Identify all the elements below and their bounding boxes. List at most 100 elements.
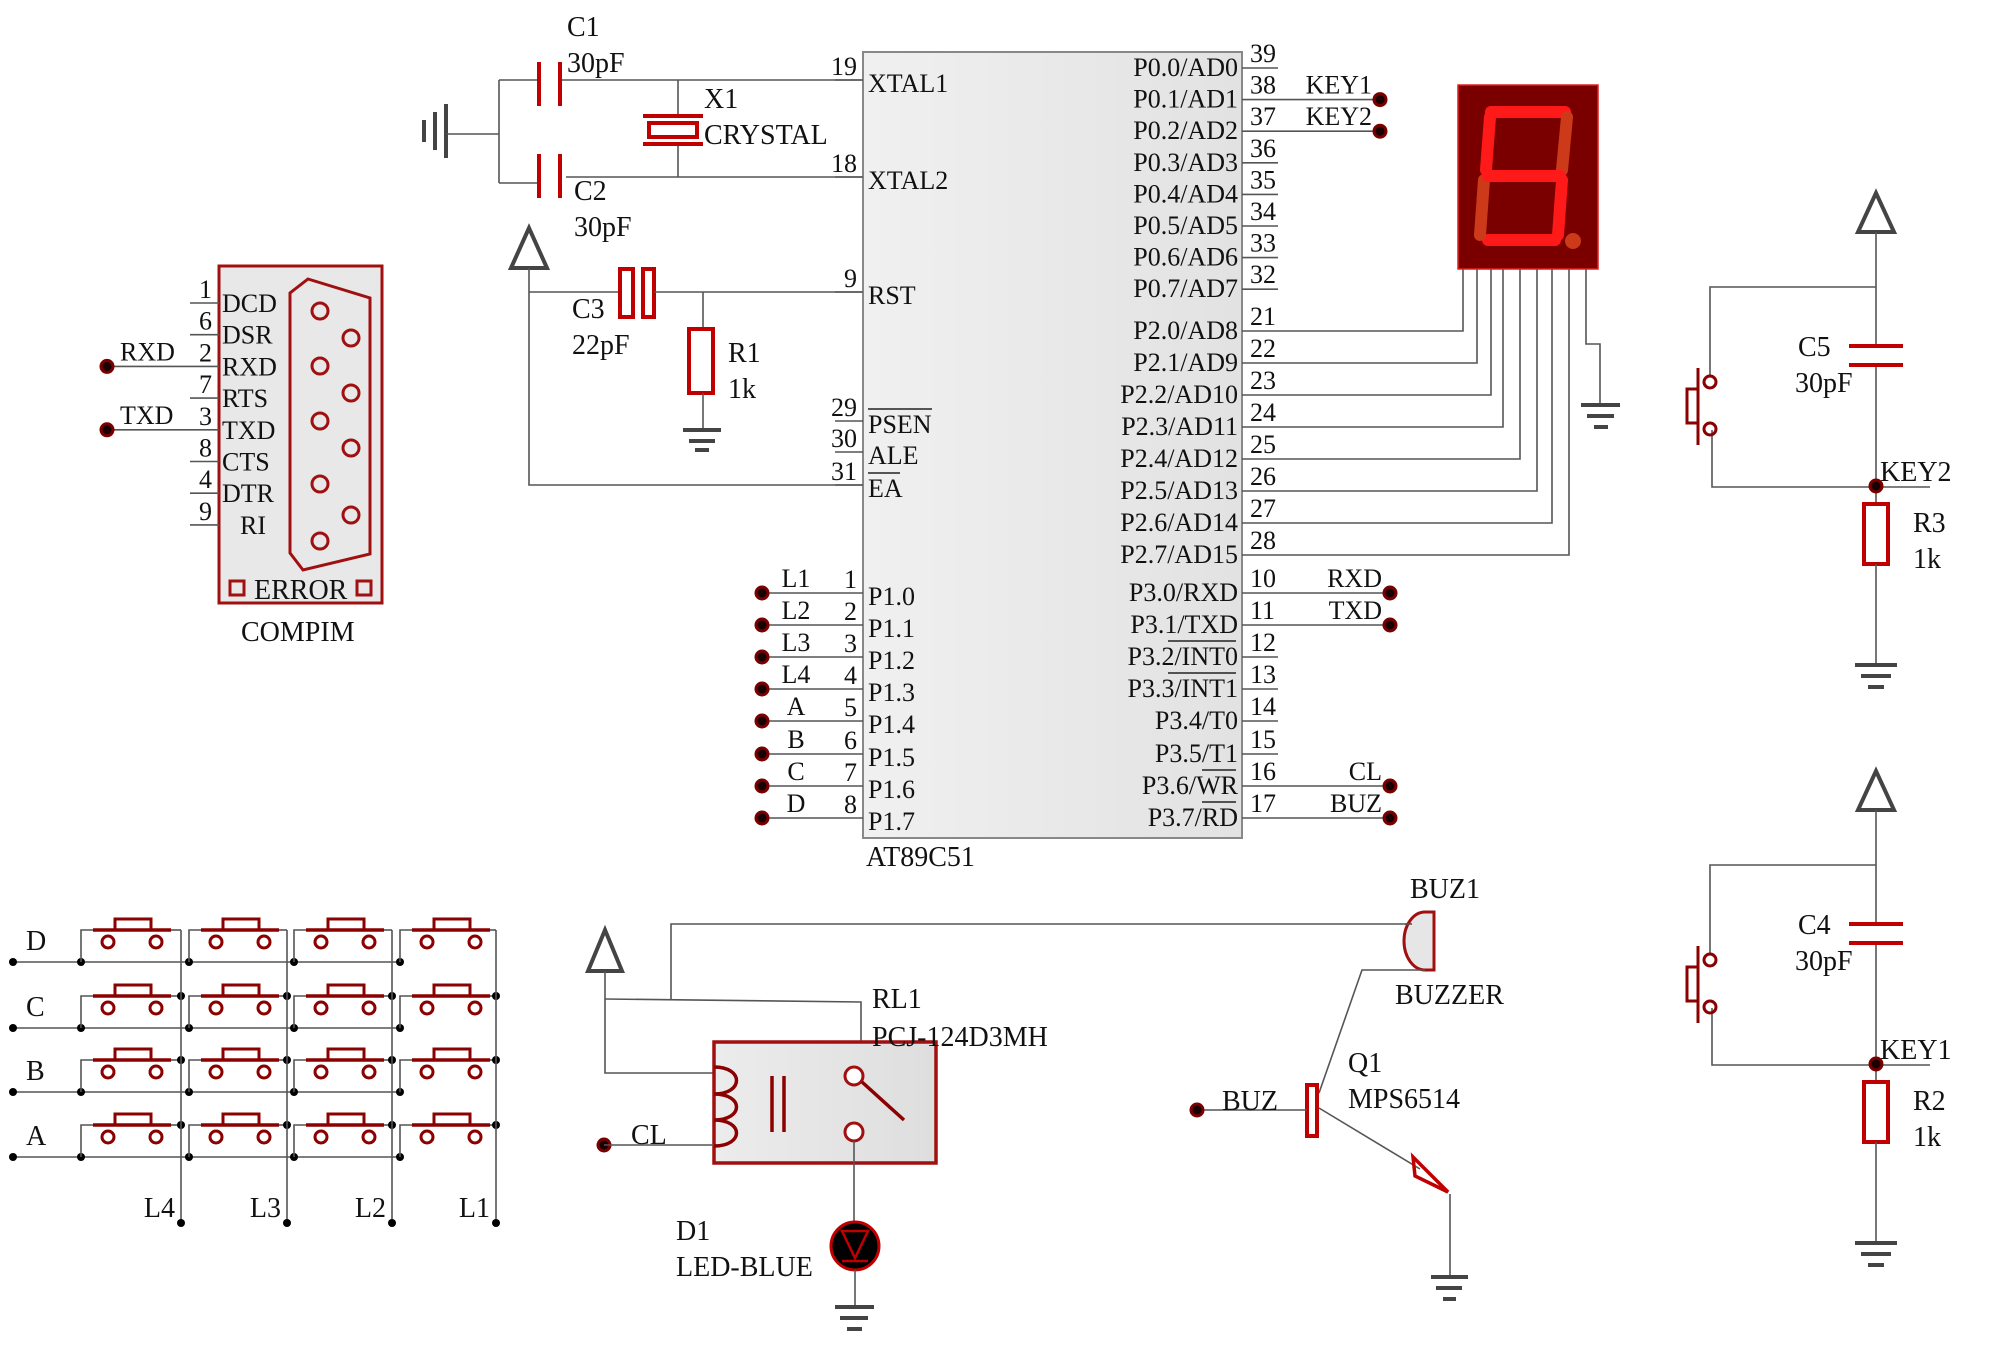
keypad-button[interactable] [188, 1047, 287, 1092]
net-terminal-KEY2[interactable] [1868, 478, 1884, 494]
connector-pin-hole [310, 474, 330, 494]
keypad-button[interactable] [293, 1112, 392, 1157]
ground-icon [422, 104, 448, 158]
compim-pin-name: RXD [222, 352, 277, 381]
mcu-pin-number: 9 [844, 264, 857, 293]
net-label: BUZ [1330, 789, 1382, 818]
transistor-q1 [1305, 1083, 1319, 1138]
mcu-pin-name: P3.3/INT1 [1128, 674, 1239, 703]
mcu-pin-number: 28 [1250, 526, 1276, 555]
connector-pin-hole [341, 328, 361, 348]
mcu-pin-number: 10 [1250, 564, 1276, 593]
keypad-button[interactable] [399, 917, 496, 962]
push-button[interactable] [1685, 368, 1718, 445]
mcu-part-label: AT89C51 [866, 842, 975, 873]
net-terminal-CL[interactable] [1382, 778, 1398, 794]
keypad-button[interactable] [80, 1047, 181, 1092]
connector-pin-hole [310, 356, 330, 376]
mcu-pin-name: P0.2/AD2 [1133, 116, 1238, 145]
mcu-pin-name: XTAL2 [868, 166, 948, 195]
net-terminal-BUZ[interactable] [1382, 810, 1398, 826]
net-terminal-C[interactable] [754, 778, 770, 794]
c3-ref: C3 [572, 294, 605, 325]
mcu-pin-number: 7 [844, 758, 857, 787]
keypad-button[interactable] [188, 983, 287, 1028]
net-terminal-L3[interactable] [754, 649, 770, 665]
mcu-at89c51[interactable]: AT89C51 19XTAL118XTAL29RST29PSEN30ALE31E… [754, 39, 1570, 873]
net-terminal-L1[interactable] [754, 585, 770, 601]
mcu-pin-number: 8 [844, 790, 857, 819]
net-terminal-L2[interactable] [754, 617, 770, 633]
net-label: KEY1 [1880, 1035, 1952, 1066]
net-label: KEY2 [1880, 457, 1952, 488]
mcu-pin-number: 5 [844, 693, 857, 722]
net-terminal-RXD[interactable] [99, 358, 115, 374]
relay-rl1[interactable] [712, 1040, 938, 1165]
compim-pin-number: 6 [199, 307, 212, 336]
compim-part-label: COMPIM [241, 617, 355, 648]
keypad-button[interactable] [293, 983, 392, 1028]
compim-pin-number: 4 [199, 465, 212, 494]
junction-dot [9, 958, 17, 966]
buz-terminal[interactable] [1189, 1102, 1205, 1118]
c1-value: 30pF [567, 48, 625, 79]
mcu-pin-name: P1.1 [868, 614, 915, 643]
keypad-button[interactable] [293, 1047, 392, 1092]
net-terminal-RXD[interactable] [1382, 585, 1398, 601]
keypad-button[interactable] [399, 983, 496, 1028]
keypad-button[interactable] [188, 1112, 287, 1157]
relay-part: PCJ-124D3MH [872, 1022, 1048, 1053]
crystal-circuit: C1 30pF C2 30pF X1 CRYSTAL [422, 12, 863, 243]
resistor-r1 [687, 327, 715, 395]
keypad-row-label: A [26, 1121, 47, 1152]
resistor-r3 [1862, 502, 1890, 566]
compim-pin-name: DCD [222, 289, 277, 318]
net-label: TXD [1329, 596, 1382, 625]
led-d1 [829, 1220, 881, 1272]
mcu-pin-name: P0.1/AD1 [1133, 85, 1238, 114]
junction-dot [388, 1219, 396, 1227]
c2-ref: C2 [574, 176, 607, 207]
keypad-button[interactable] [80, 983, 181, 1028]
mcu-pin-name: P3.2/INT0 [1128, 642, 1239, 671]
net-terminal-TXD[interactable] [99, 422, 115, 438]
net-label: A [787, 692, 806, 721]
keypad-button[interactable] [399, 1112, 496, 1157]
mcu-pin-number: 2 [844, 597, 857, 626]
net-terminal-D[interactable] [754, 810, 770, 826]
connector-pin-hole [341, 438, 361, 458]
net-terminal-KEY1[interactable] [1868, 1056, 1884, 1072]
junction-dot [283, 1219, 291, 1227]
mcu-pin-name: P1.2 [868, 646, 915, 675]
c3-value: 22pF [572, 330, 630, 361]
keypad-row-label: D [26, 926, 46, 957]
compim-pin-name: DSR [222, 321, 273, 350]
junction-dot [9, 1153, 17, 1161]
mcu-pin-number: 22 [1250, 334, 1276, 363]
display-ground-wire [1585, 269, 1601, 405]
seven-segment-display [1457, 84, 1620, 429]
keypad-column-label: L1 [459, 1193, 490, 1224]
keypad-button[interactable] [293, 917, 392, 962]
push-button[interactable] [1685, 946, 1718, 1023]
net-terminal-L4[interactable] [754, 681, 770, 697]
keypad-button[interactable] [80, 1112, 181, 1157]
compim-pin-number: 2 [199, 338, 212, 367]
net-terminal-B[interactable] [754, 746, 770, 762]
keypad-button[interactable] [188, 917, 287, 962]
net-label: L3 [782, 628, 811, 657]
keypad-button[interactable] [399, 1047, 496, 1092]
net-terminal-KEY2[interactable] [1372, 123, 1388, 139]
segment-f [1480, 111, 1496, 176]
segment-e [1474, 174, 1490, 241]
mcu-pin-name: P1.7 [868, 807, 915, 836]
segment-wire [1278, 269, 1492, 396]
keypad-button[interactable] [80, 917, 181, 962]
segment-c [1552, 174, 1568, 241]
mcu-pin-name: P3.4/T0 [1155, 706, 1238, 735]
net-terminal-KEY1[interactable] [1372, 92, 1388, 108]
compim-pin-name: TXD [222, 416, 275, 445]
net-terminal-A[interactable] [754, 713, 770, 729]
net-terminal-TXD[interactable] [1382, 617, 1398, 633]
